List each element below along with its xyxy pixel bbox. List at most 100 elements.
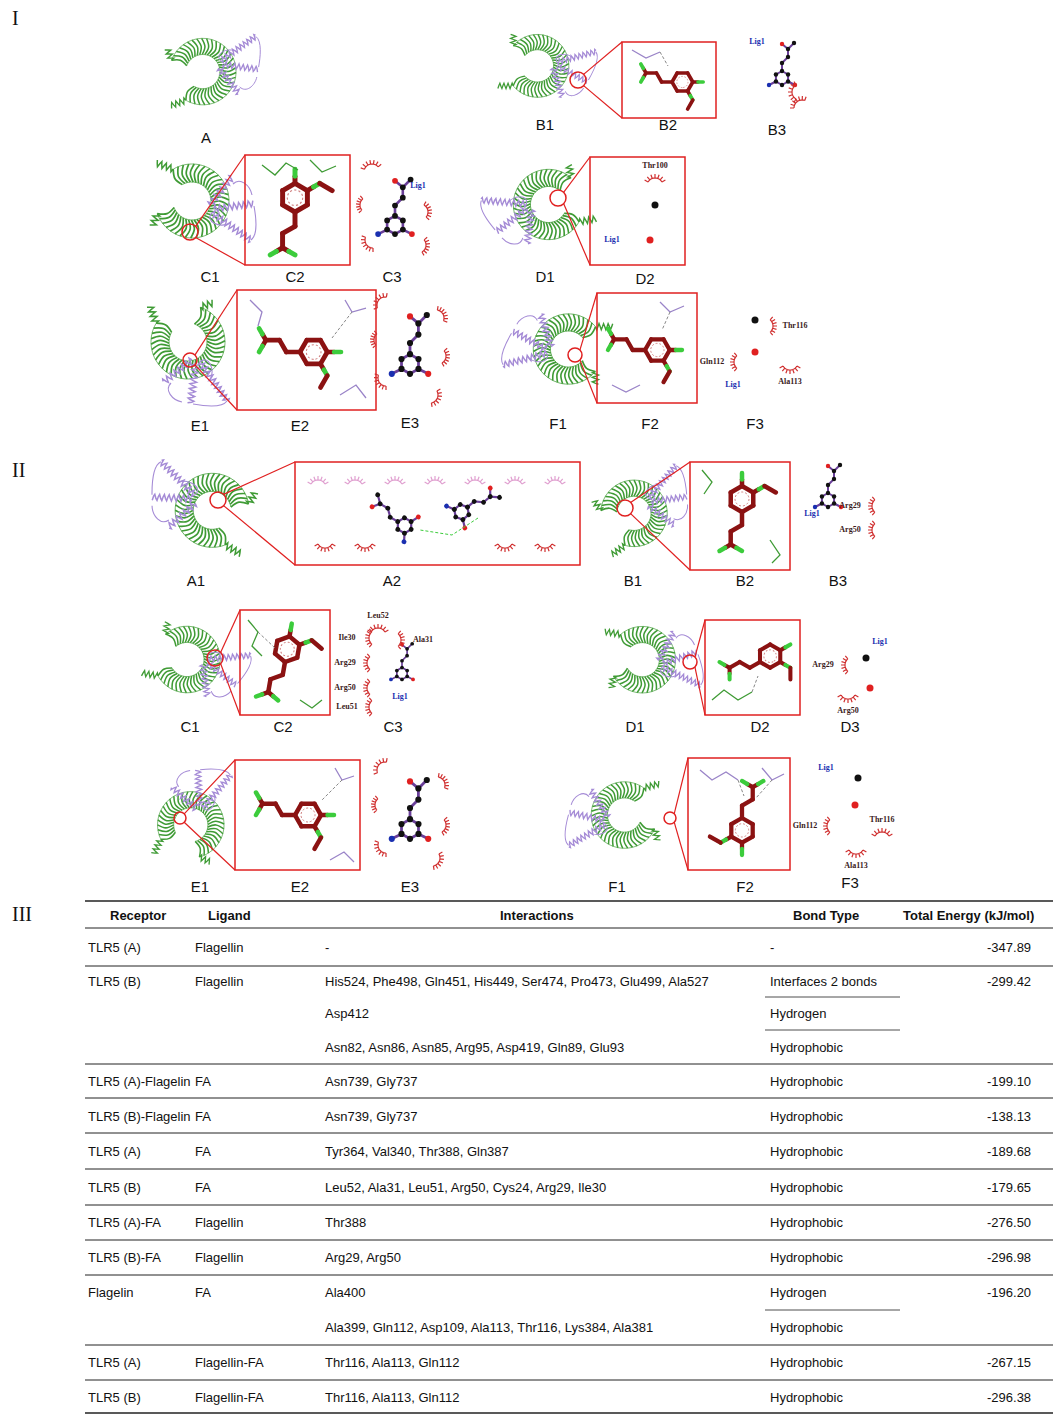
table-rules [85,901,1053,1413]
leader-line [631,462,690,502]
bond [259,328,262,334]
atom [405,675,409,679]
table-cell: Flagellin [195,1216,243,1229]
protein-ribbon [136,608,256,720]
hydrophobic-contact [788,82,796,103]
leader-line [221,610,240,652]
panel-label: C2 [273,719,292,734]
atom [487,493,494,500]
beta-strand [201,89,205,105]
atom [424,312,430,318]
table-cell: -138.13 [987,1110,1031,1123]
table-cell: Hydrophobic [770,1181,843,1194]
ligplot-molecule [375,177,415,237]
hydrogen-bond [322,780,342,800]
beta-strand [533,171,546,188]
table-cell: Hydrophobic [770,1145,843,1158]
helix [217,68,239,94]
table-cell: TLR5 (B) [88,1391,141,1404]
atom [832,494,836,498]
atom [465,511,472,518]
panel-label: D1 [625,719,644,734]
bond [641,64,644,68]
beta-strand [179,48,190,60]
hydrophobic-contact [442,348,450,366]
atom [395,669,399,673]
beta-strand [627,480,635,497]
inset-frame [690,462,790,570]
inset-callout [683,620,800,715]
helix [651,490,687,509]
leader-line [584,86,622,118]
inset-frame [705,620,800,715]
beta-strand [202,38,205,54]
panel-label: D2 [750,719,769,734]
atom [398,831,404,837]
table-cell: -179.65 [987,1181,1031,1194]
beta-strand [621,633,632,648]
site-circle [182,224,198,240]
beta-strand [523,177,536,194]
atom-dot [652,202,659,209]
atom [826,483,830,487]
leader-line [584,42,622,74]
helix [647,500,675,531]
residue-sticks [770,540,780,563]
inset-callout [174,760,360,870]
hydrophobic-contact [385,476,406,484]
table-cell: -299.42 [987,975,1031,988]
beta-strand [630,530,639,546]
atom [425,836,431,842]
inset-frame [245,155,350,265]
residue-sticks [250,300,262,326]
panel-label: E3 [401,879,419,894]
site-circle [568,348,582,362]
beta-strand [201,169,210,185]
site-circle [683,655,697,669]
beta-strand [630,831,639,846]
ligand-label: Lig1 [410,182,426,190]
atom [409,231,415,237]
aromatic-ring [762,648,779,665]
residue-label: Thr116 [870,816,895,824]
hydrophobic-contact [374,841,386,857]
atom [408,518,415,525]
atom [487,485,494,492]
beta-strand [198,166,205,183]
beta-strand [213,473,220,491]
table-cell: -296.38 [987,1391,1031,1404]
beta-strand [639,677,646,693]
hydrophobic-contact [465,476,486,484]
residue-sticks [612,385,640,392]
inset-frame [688,758,790,870]
hydrophobic-contact [433,852,444,870]
table-cell: His524, Phe498, Gln451, His449, Ser474, … [325,975,709,988]
beta-strand [163,669,175,685]
table-header: Ligand [208,909,251,922]
helix [651,829,661,840]
atom-dot [647,237,654,244]
ligplot-molecule [443,473,504,531]
beta-strand [158,820,174,825]
atom [401,514,408,521]
atom-dot [863,655,870,662]
table-cell: FA [195,1075,211,1088]
bond [785,644,790,647]
site-circle [550,190,566,206]
site-circle [207,650,223,666]
atom [415,320,421,326]
atom [407,836,413,842]
atom [496,494,503,501]
hydrophobic-contact [431,389,442,407]
atom [415,821,421,827]
helix [507,34,518,46]
table-cell: TLR5 (B)-FA [88,1251,161,1264]
hydrophobic-contact [425,476,446,484]
inset-callout [182,155,350,265]
atom [400,227,406,233]
atom [425,371,431,377]
table-cell: Hydrogen [770,1007,826,1020]
beta-strand [161,831,176,840]
helix [168,499,197,532]
beta-strand [197,309,206,325]
